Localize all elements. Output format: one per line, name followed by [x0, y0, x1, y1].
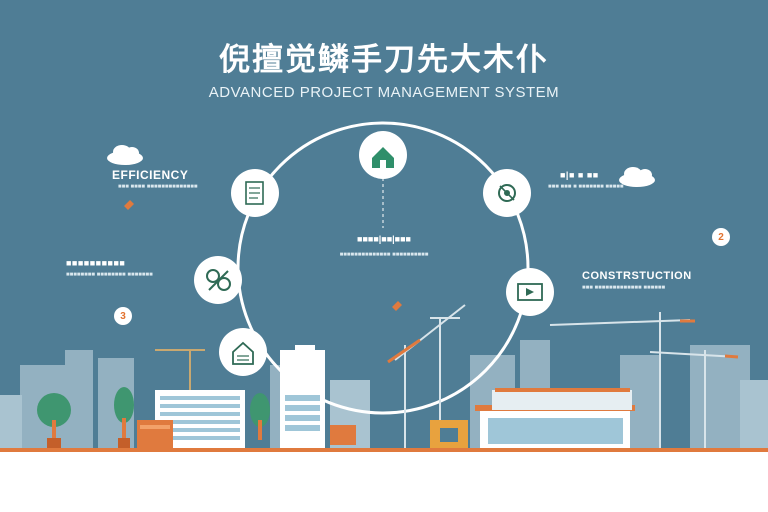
node-building[interactable] [219, 328, 267, 376]
building-icon [232, 341, 254, 365]
label-top-right-sub: ■■■ ■■■ ■ ■■■■■■■ ■■■■■ [548, 184, 624, 190]
page-subtitle: ADVANCED PROJECT MANAGEMENT SYSTEM [208, 84, 560, 101]
center-sub: ■■■■■■■■■■■■■■ ■■■■■■■■■■ [339, 252, 429, 258]
label-left-mid-sub: ■■■■■■■■ ■■■■■■■■ ■■■■■■■ [66, 272, 153, 278]
tree-icon [114, 387, 134, 448]
node-house[interactable] [359, 131, 407, 179]
machinery-center [430, 420, 468, 450]
leaf-icon [392, 301, 402, 311]
crane-counterweight [680, 319, 739, 359]
building-right [475, 388, 635, 452]
building-tower [280, 345, 325, 452]
label-efficiency-sub: ■■■ ■■■■ ■■■■■■■■■■■■■■ [118, 184, 198, 190]
label-left-mid: ■■■■■■■■■■ [66, 258, 126, 268]
number-badge-3: 3 [114, 307, 132, 325]
cloud-icon-left [107, 145, 143, 165]
node-video[interactable] [506, 268, 554, 316]
crane-arm-orange [387, 338, 421, 364]
label-efficiency: EFFICIENCY [112, 168, 189, 182]
video-icon [517, 283, 543, 301]
tools-icon [206, 269, 231, 291]
label-construction: CONSTRSTUCTION [582, 270, 692, 282]
crane-icon-right [549, 312, 739, 450]
house-icon [372, 147, 394, 168]
center-block: ■■■■|■■|■■■ ■■■■■■■■■■■■■■ ■■■■■■■■■■ [300, 234, 468, 260]
page-title: 倪擅觉鳞手刀先大木仆 [219, 42, 549, 78]
cloud-icon-right [619, 167, 655, 187]
label-top-right: ■|■ ■ ■■ [560, 170, 599, 180]
label-construction-sub: ■■■ ■■■■■■■■■■■■■ ■■■■■■ [582, 285, 666, 291]
machinery-left [137, 420, 173, 450]
machinery-small [330, 425, 356, 445]
tree-icon [250, 393, 270, 440]
ground-stripe [0, 448, 768, 454]
leaf-icon [124, 200, 134, 210]
node-document[interactable] [231, 169, 279, 217]
tree-icon [37, 393, 71, 448]
ground [0, 452, 768, 512]
gear-icon [498, 184, 516, 202]
center-title: ■■■■|■■|■■■ [357, 234, 411, 244]
number-badge-2: 2 [712, 228, 730, 246]
node-gear[interactable] [483, 169, 531, 217]
document-icon [245, 181, 264, 205]
node-tools[interactable] [194, 256, 242, 304]
